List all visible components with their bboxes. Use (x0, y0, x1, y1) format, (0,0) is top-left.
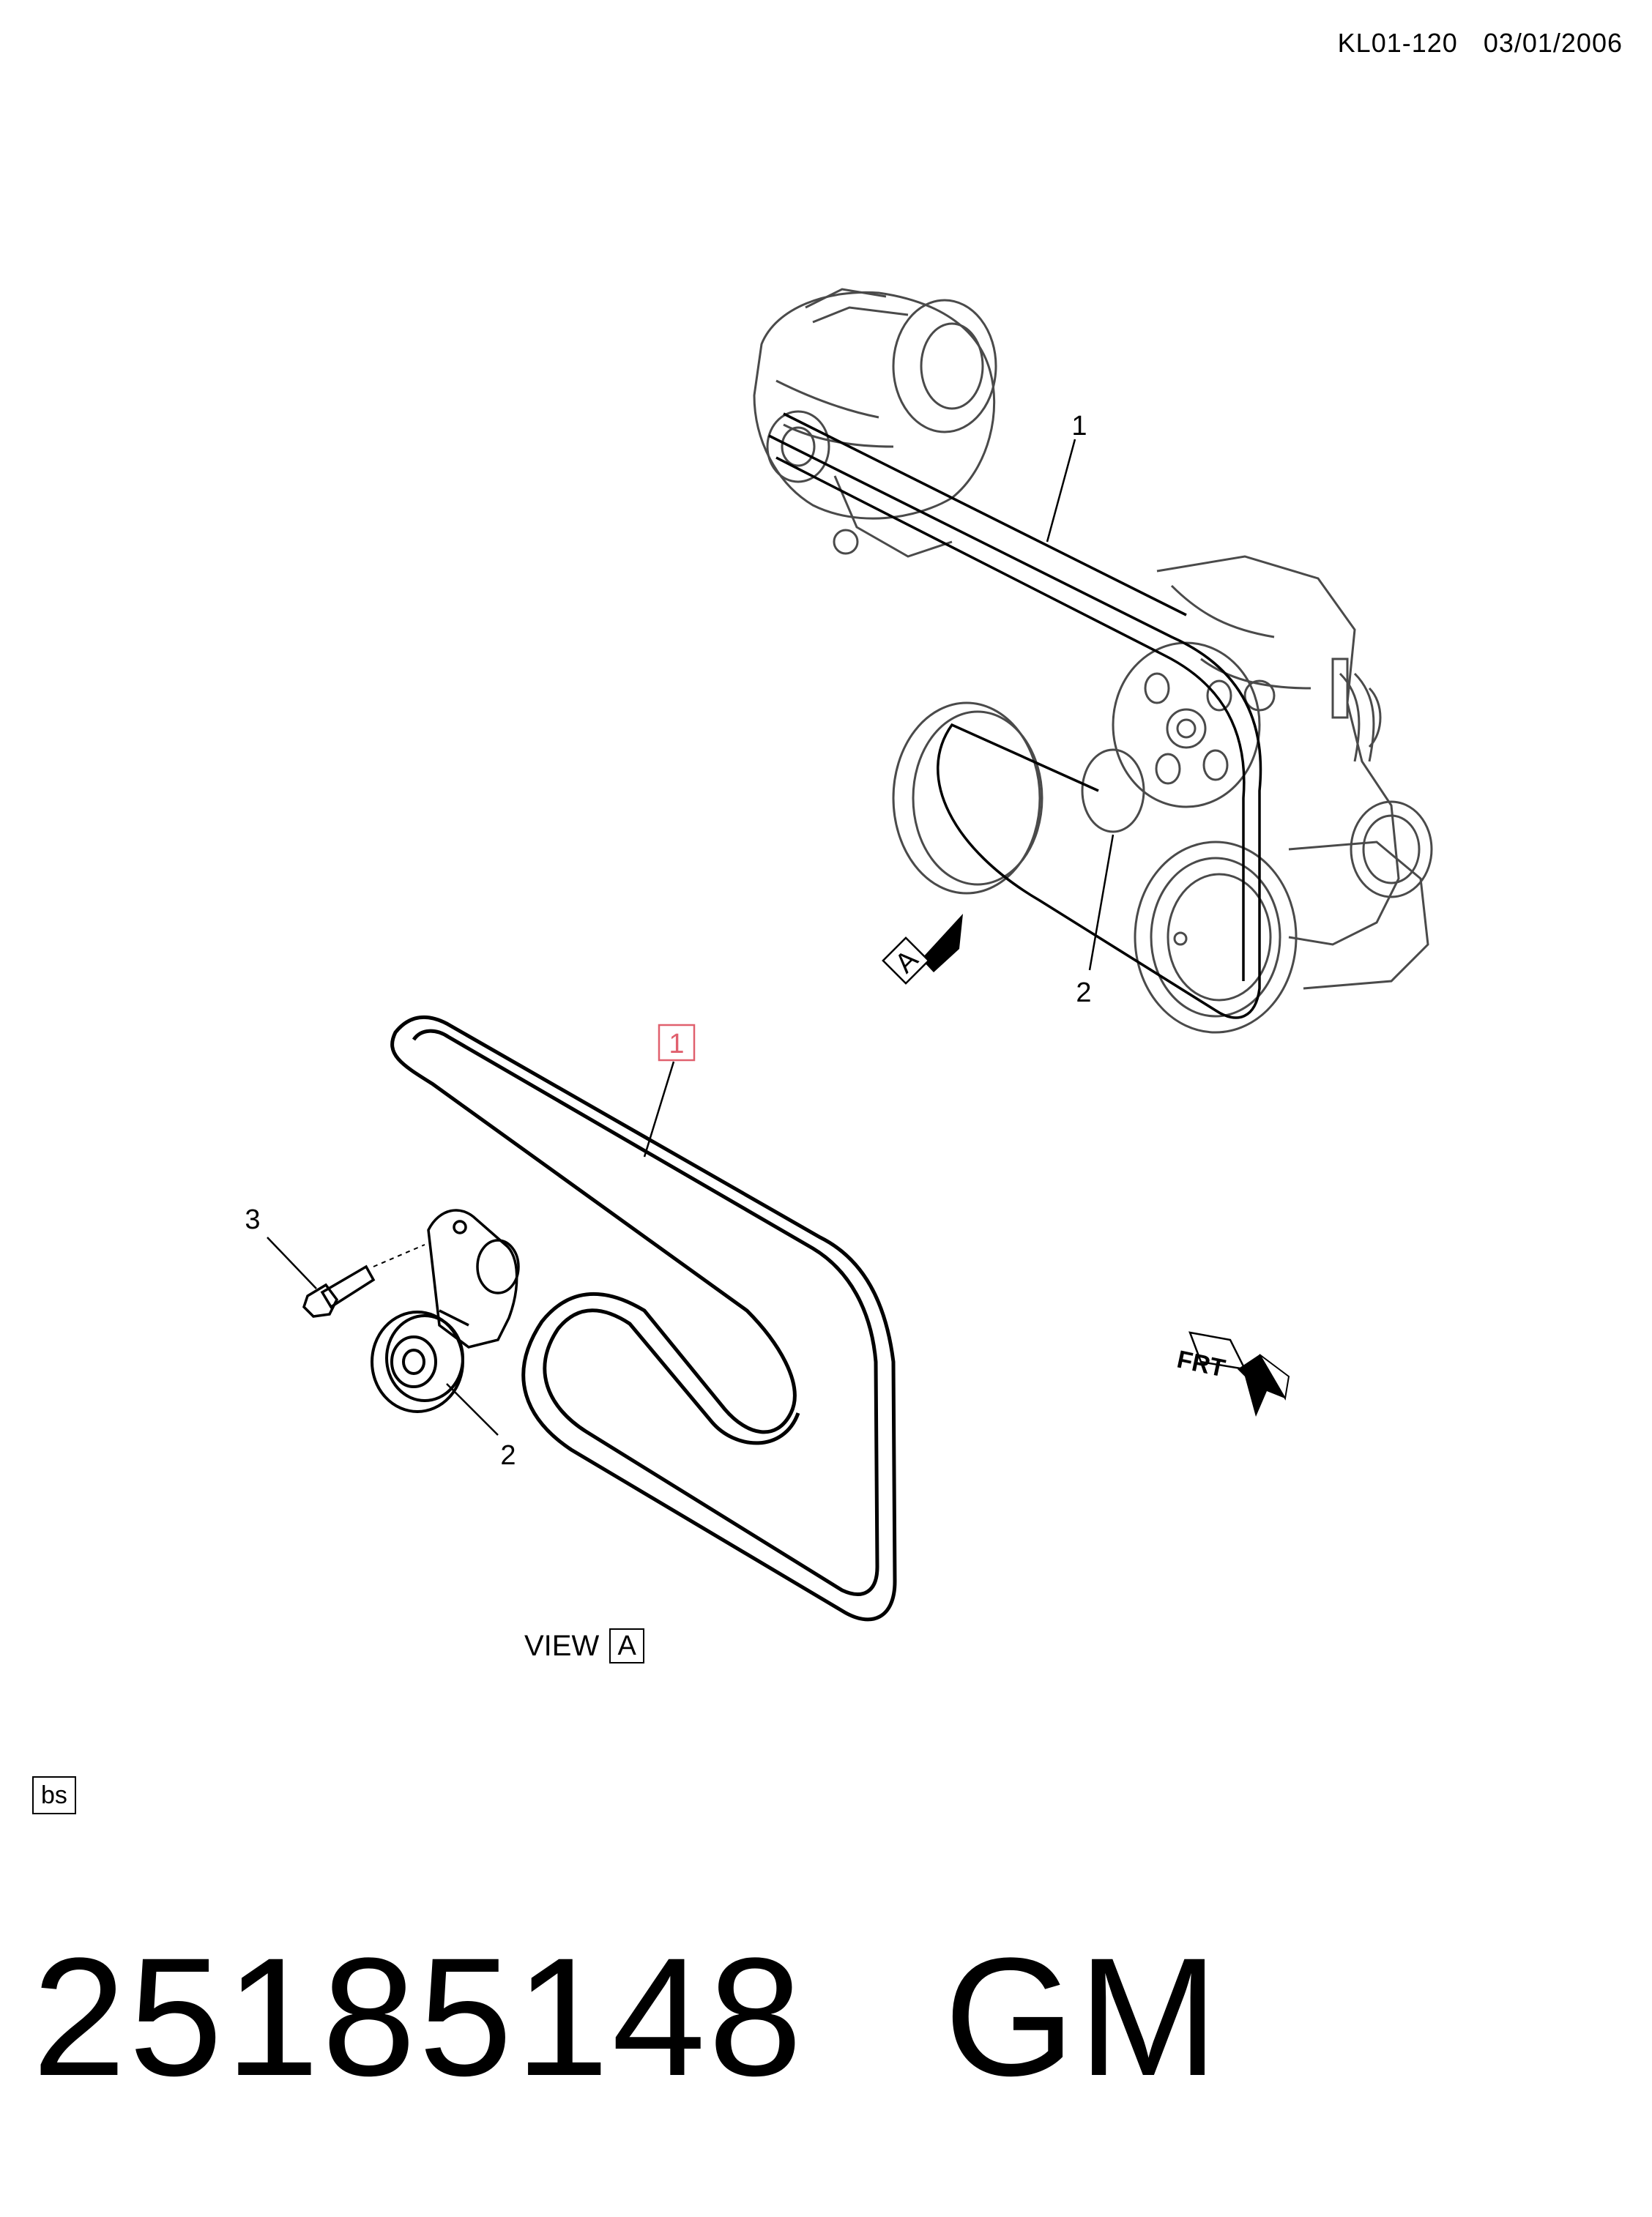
tensioner-bolt (302, 1244, 425, 1318)
drawing-date: 03/01/2006 (1483, 28, 1623, 58)
brand-name: GM (944, 1923, 1221, 2111)
tensioner-pulley (371, 1311, 464, 1413)
callout-tensioner-view: 2 (500, 1440, 516, 1471)
coolant-hose (1339, 672, 1375, 762)
callout-belt-view: 1 (669, 1029, 684, 1059)
ac-compressor (1134, 800, 1433, 1034)
idler-pulley (1081, 748, 1145, 833)
callout-belt-upper: 1 (1071, 411, 1087, 441)
crankshaft-balancer (892, 701, 1043, 895)
view-caption: VIEW A (524, 1628, 645, 1663)
view-a-marker: A (882, 914, 963, 985)
part-number: 25185148 (32, 1923, 805, 2111)
callout-tensioner-upper: 2 (1076, 977, 1091, 1008)
drawing-code: KL01-120 (1337, 28, 1458, 58)
belt-tensioner (427, 1209, 520, 1349)
drive-belt-upper (768, 412, 1262, 1019)
drawing-reference: KL01-120 03/01/2006 (1320, 28, 1623, 59)
drive-belt-view (390, 1015, 897, 1622)
engine-bracket (1156, 555, 1400, 946)
generator-pulley (766, 410, 830, 483)
view-caption-letter: A (609, 1628, 645, 1663)
note-box: bs (32, 1776, 76, 1814)
callout-bolt: 3 (245, 1204, 260, 1235)
front-direction-marker: FRT (1175, 1331, 1290, 1417)
engine-assembly (753, 288, 1433, 1034)
generator (753, 288, 997, 558)
view-caption-word: VIEW (524, 1629, 600, 1662)
highlight-box (658, 1024, 696, 1062)
